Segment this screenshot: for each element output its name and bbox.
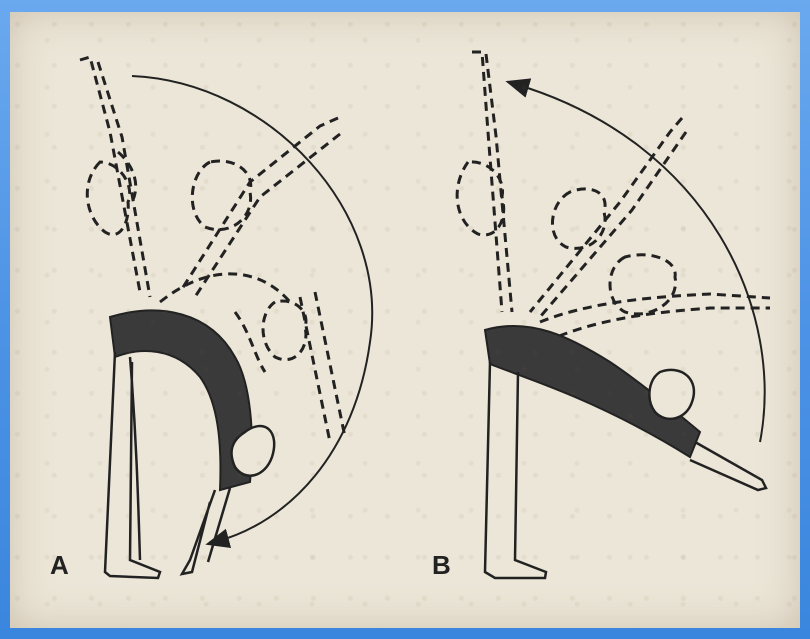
panel-b-label: B [432, 550, 451, 581]
illustration-paper: A B [10, 12, 800, 628]
panel-b-gymnast [485, 326, 766, 578]
panel-a-figure [80, 57, 372, 578]
panel-a-gymnast [105, 310, 274, 578]
gymnastics-illustration [10, 12, 800, 628]
panel-b-figure [457, 52, 770, 578]
panel-b-ghost-poses [457, 52, 770, 342]
panel-a-label: A [50, 550, 69, 581]
